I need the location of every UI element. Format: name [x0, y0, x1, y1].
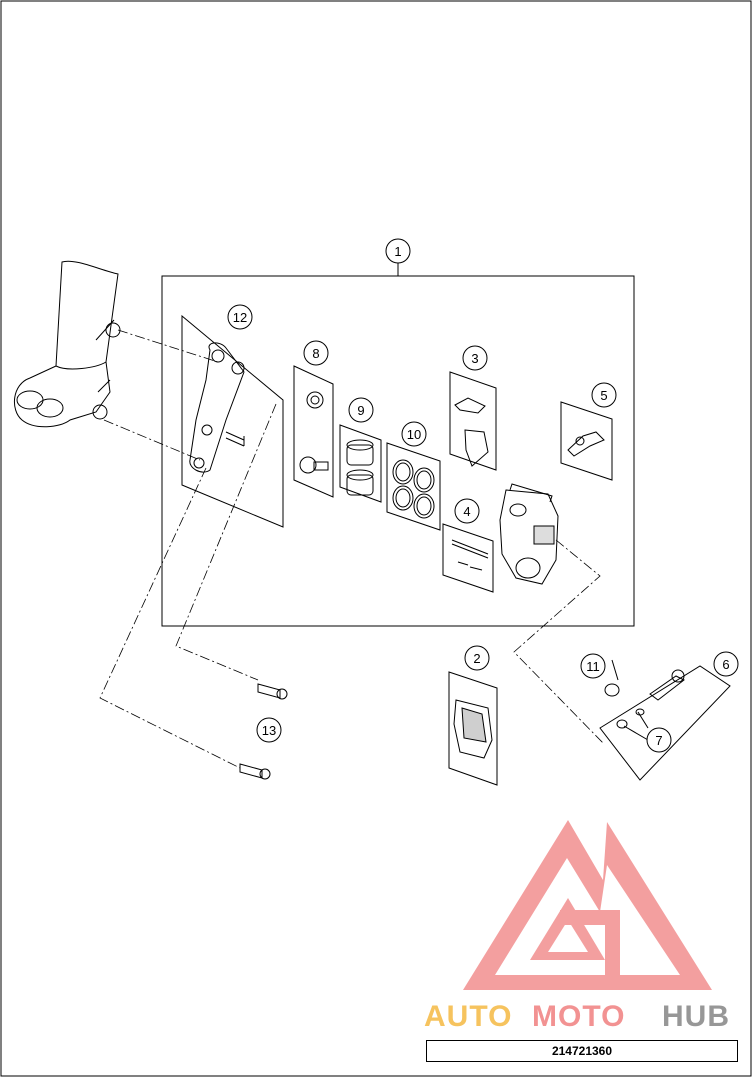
- kit-box-1: [161, 275, 635, 627]
- callout-12: 12: [227, 304, 253, 330]
- brake-caliper: [499, 483, 559, 585]
- callout-4: 4: [454, 498, 480, 524]
- callout-12-label: 12: [233, 310, 247, 325]
- callout-3-label: 3: [471, 351, 478, 366]
- panel-3: [449, 371, 497, 471]
- panel-6: [599, 665, 731, 781]
- pin-set: [451, 539, 489, 571]
- callout-5-label: 5: [600, 388, 607, 403]
- callout-13: 13: [256, 717, 282, 743]
- panel-2: [448, 671, 498, 786]
- watermark-moto: MOTO: [532, 1000, 625, 1033]
- part-number-box: 214721360: [426, 1040, 738, 1062]
- brake-pads: [453, 699, 493, 759]
- panel-9: [339, 424, 382, 503]
- assembly-lines: [99, 329, 605, 769]
- callout-6-label: 6: [722, 657, 729, 672]
- watermark-hub: HUB: [662, 1000, 730, 1033]
- callout-10-label: 10: [407, 427, 421, 442]
- bleeder-parts: [299, 391, 329, 474]
- callout-1: 1: [385, 238, 411, 264]
- automotohub-logo: [463, 820, 712, 990]
- callout-6: 6: [713, 651, 739, 677]
- bleeder-valve: [567, 431, 605, 457]
- callout-10: 10: [401, 421, 427, 447]
- callout-11: 11: [580, 653, 606, 679]
- callout-5: 5: [591, 382, 617, 408]
- pad-spring: [454, 397, 489, 467]
- callout-9-label: 9: [357, 403, 364, 418]
- banjo-fittings: [604, 659, 685, 729]
- callout-3: 3: [462, 345, 488, 371]
- callout-13-label: 13: [262, 723, 276, 738]
- callout-2: 2: [464, 645, 490, 671]
- callout-7: 7: [623, 711, 672, 753]
- panel-12: [181, 314, 284, 528]
- caliper-bracket: [189, 342, 245, 473]
- callout-1-label: 1: [394, 244, 401, 259]
- callout-9: 9: [348, 397, 374, 423]
- callout-7-label: 7: [655, 733, 662, 748]
- callout-8: 8: [303, 340, 329, 366]
- callout-4-label: 4: [463, 504, 470, 519]
- panel-10: [386, 442, 441, 531]
- panel-4: [442, 523, 494, 593]
- callout-8-label: 8: [312, 346, 319, 361]
- watermark-auto: AUTO: [424, 1000, 512, 1033]
- callout-2-label: 2: [473, 651, 480, 666]
- fork-leg: [14, 260, 121, 428]
- mounting-bolts: [239, 683, 288, 780]
- panel-8: [293, 365, 334, 498]
- pistons: [346, 439, 374, 496]
- callout-11-label: 11: [586, 659, 600, 674]
- panel-5: [560, 401, 613, 481]
- piston-seals: [392, 459, 435, 519]
